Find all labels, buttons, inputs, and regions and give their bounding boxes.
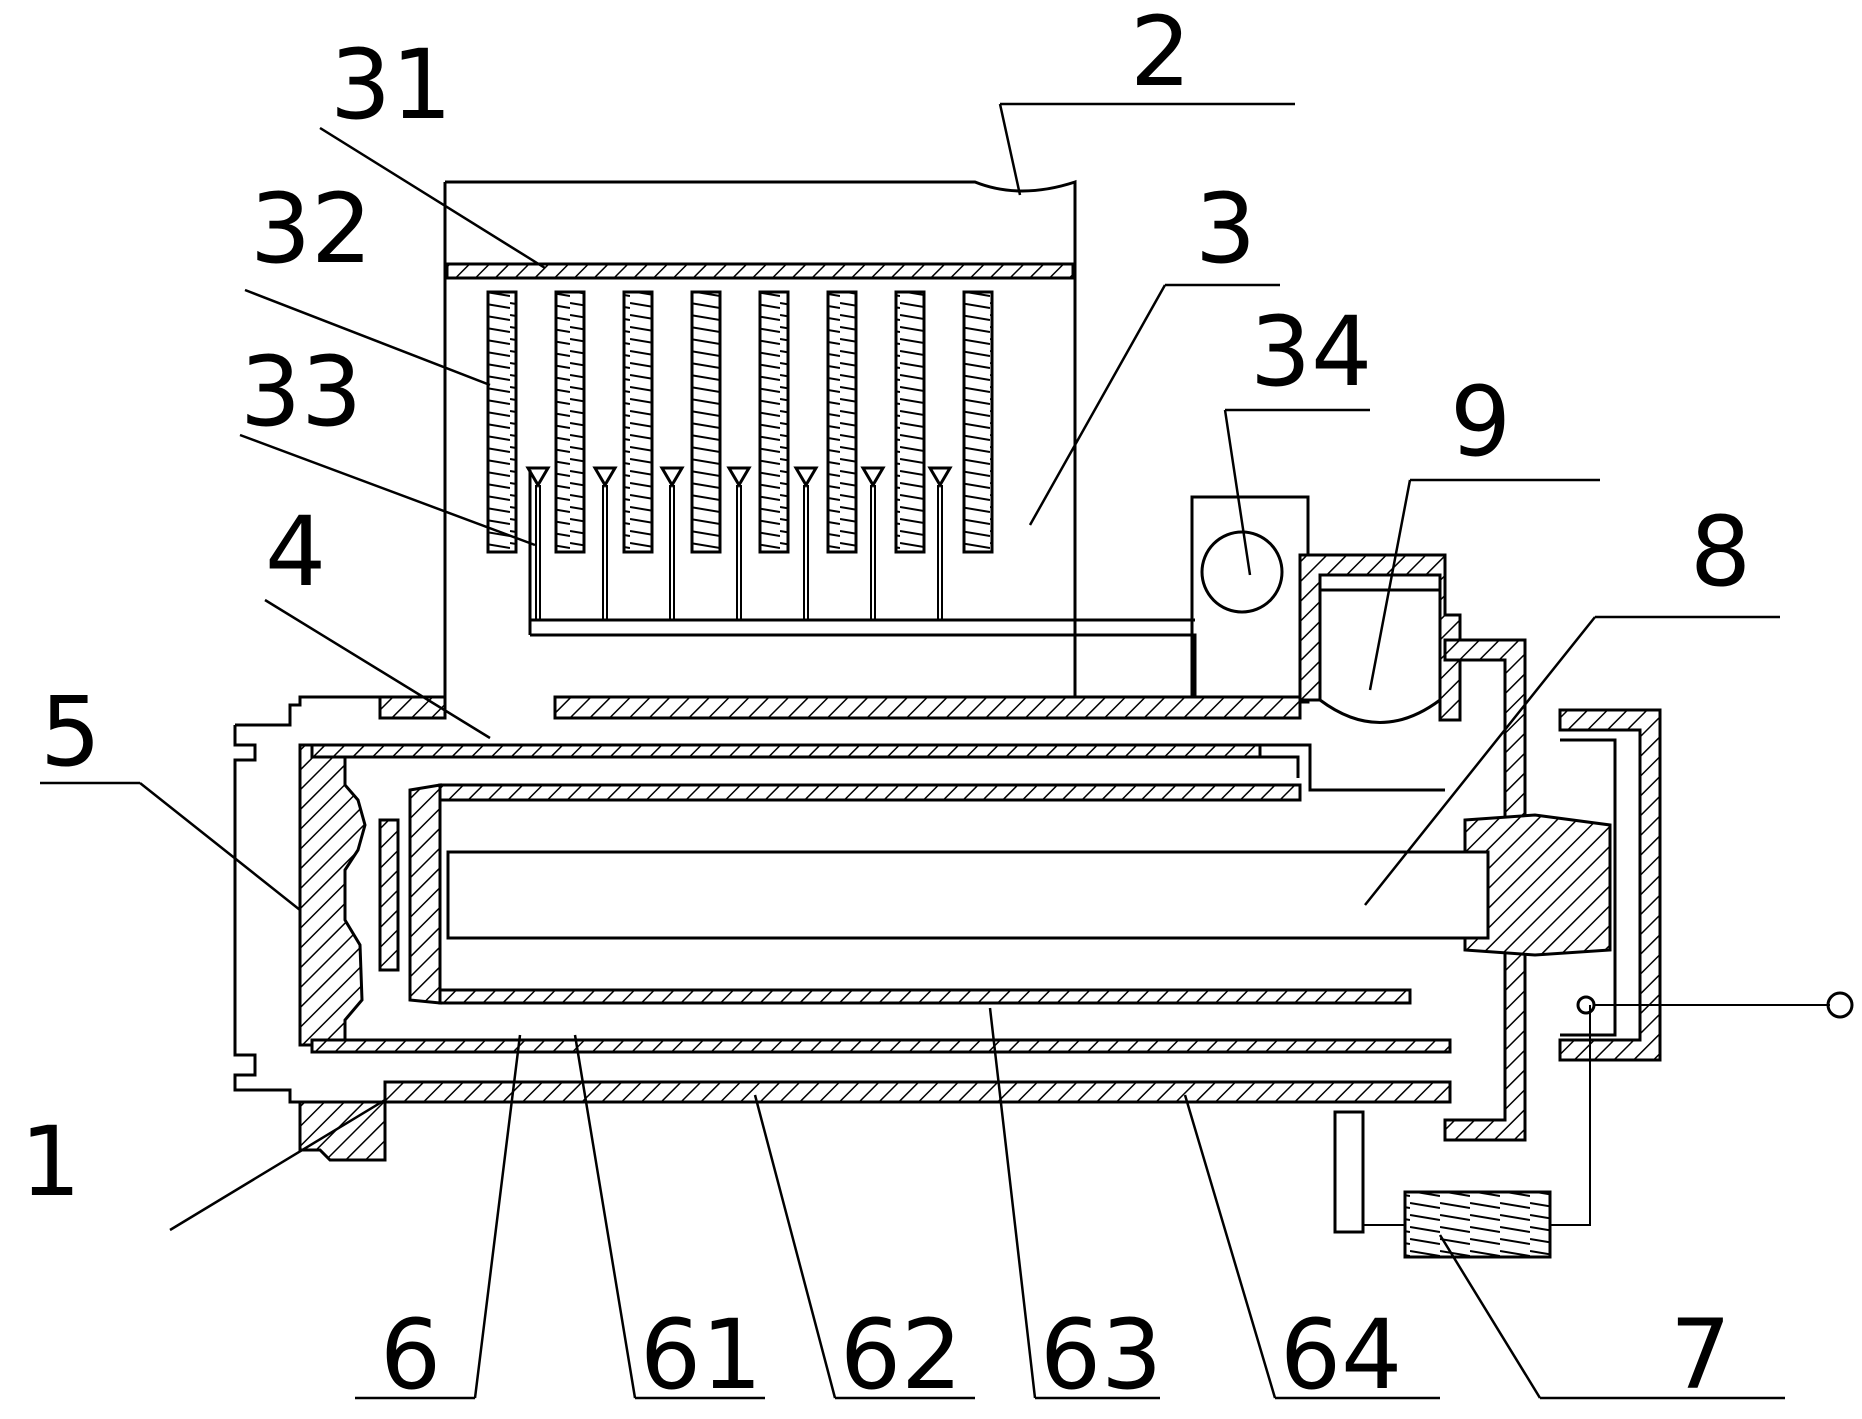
upper-box [443, 179, 1077, 700]
label-63: 63 [1040, 1299, 1162, 1411]
outer-shell-64 [378, 638, 1527, 1142]
fin-element [826, 290, 858, 554]
inner-tube-63 [408, 783, 1412, 1005]
fin-elements-32 [486, 290, 994, 554]
heater-7 [1333, 991, 1854, 1259]
rod-8 [446, 813, 1612, 957]
fin-element [894, 290, 926, 554]
label-34: 34 [1250, 296, 1372, 408]
fin-element [962, 290, 994, 554]
label-9: 9 [1450, 366, 1511, 478]
label-5: 5 [40, 676, 101, 788]
label-61: 61 [640, 1299, 762, 1411]
nozzle [659, 466, 685, 620]
label-8: 8 [1690, 496, 1751, 608]
nozzles-33 [525, 466, 953, 620]
labels: 31 2 32 3 34 33 9 4 8 5 1 6 61 62 63 64 … [20, 0, 1751, 1411]
label-6: 6 [380, 1299, 441, 1411]
nozzle [860, 466, 886, 620]
inner-tube-62 [310, 743, 1452, 1054]
nozzle [525, 466, 551, 620]
nozzle [726, 466, 752, 620]
filter-plate-31 [445, 262, 1075, 280]
fin-element [554, 290, 586, 554]
label-64: 64 [1280, 1299, 1402, 1411]
label-1: 1 [20, 1106, 81, 1218]
label-7: 7 [1670, 1299, 1731, 1411]
label-4: 4 [265, 496, 326, 608]
manifold-pipe [528, 470, 1197, 700]
label-3: 3 [1195, 173, 1256, 285]
nozzle [793, 466, 819, 620]
left-end-cap-5 [233, 695, 400, 1162]
fin-element [690, 290, 722, 554]
label-32: 32 [250, 173, 372, 285]
leader-lines [40, 102, 1785, 1400]
label-31: 31 [330, 29, 452, 141]
fin-element [486, 290, 518, 554]
label-62: 62 [840, 1299, 962, 1411]
pump-34 [1190, 495, 1310, 704]
label-2: 2 [1130, 0, 1191, 108]
label-33: 33 [240, 336, 362, 448]
right-end-cap [1558, 708, 1662, 1062]
fin-element [622, 290, 654, 554]
tank-9 [1298, 553, 1462, 724]
nozzle [927, 466, 953, 620]
fin-element [758, 290, 790, 554]
nozzle [592, 466, 618, 620]
